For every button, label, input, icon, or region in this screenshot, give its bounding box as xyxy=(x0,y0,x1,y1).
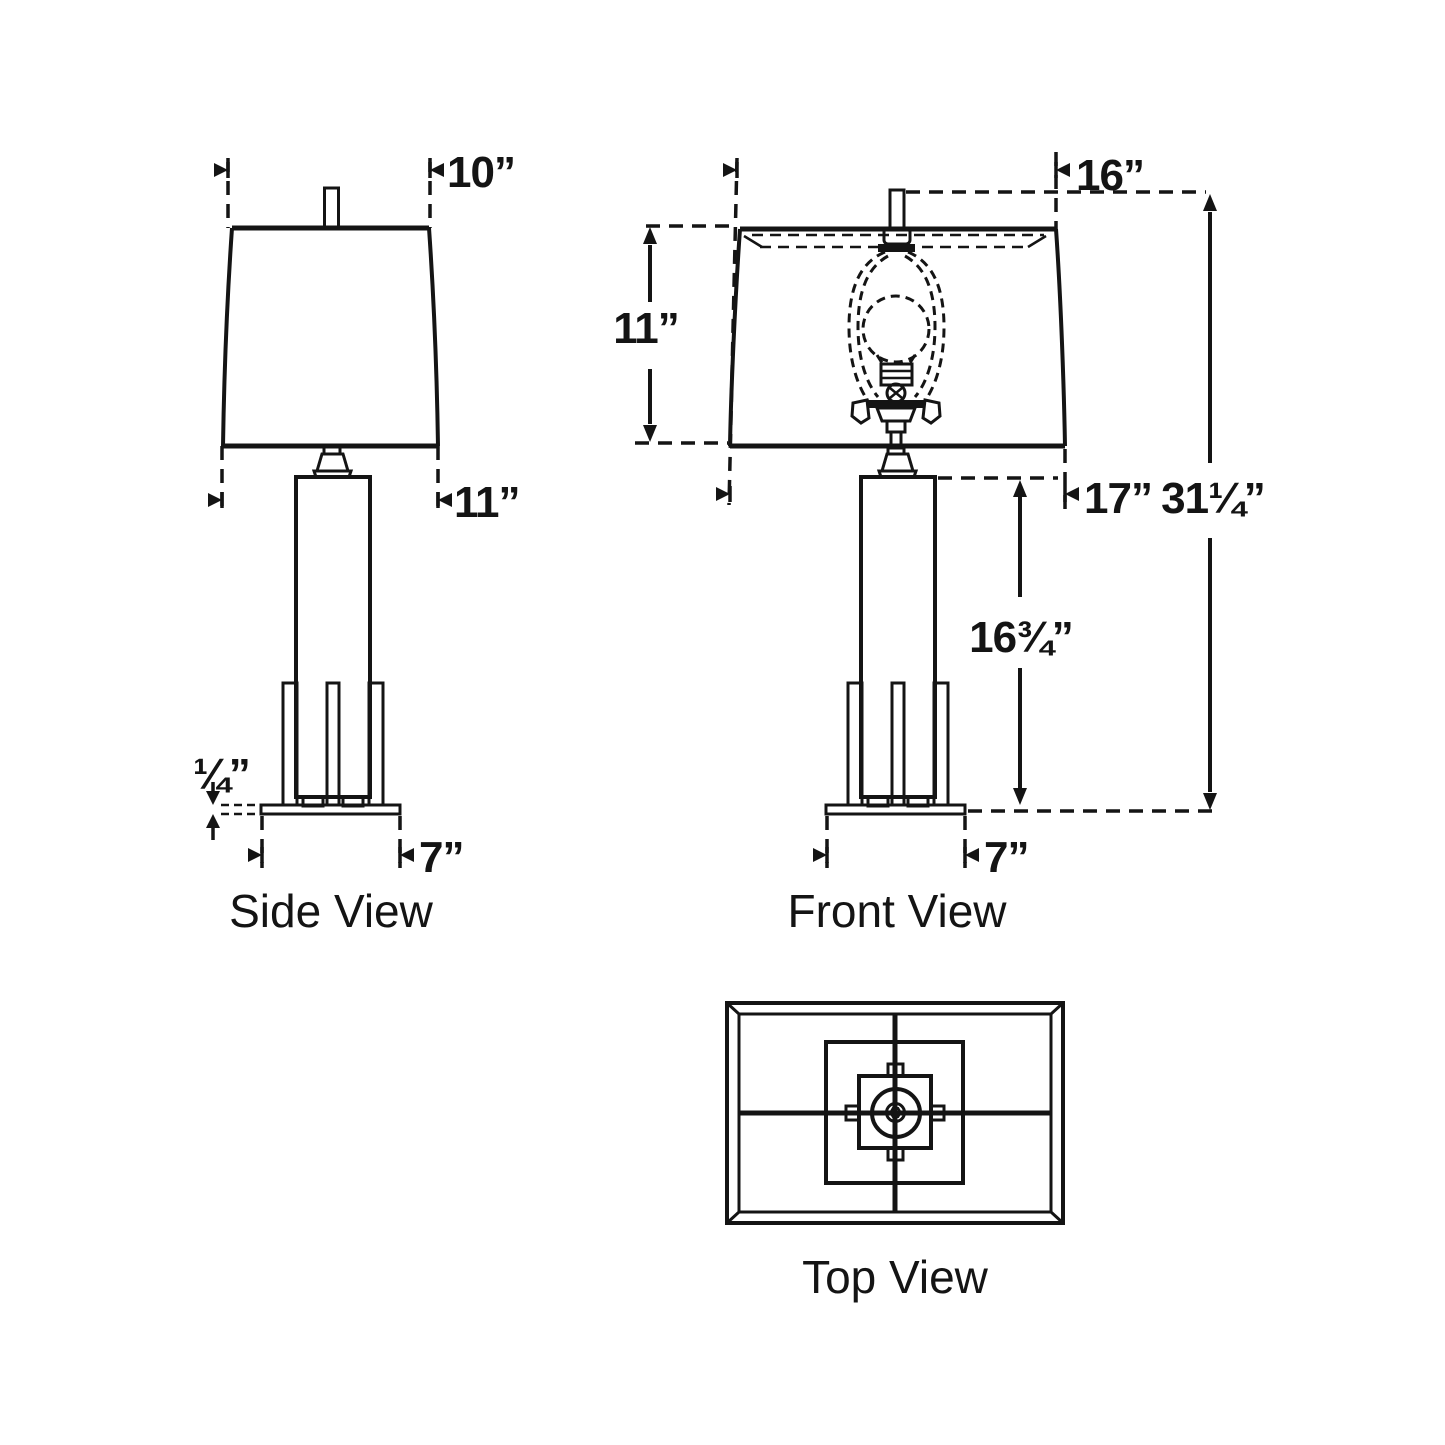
arrowhead xyxy=(214,163,228,177)
arrowhead xyxy=(716,487,730,501)
arrowhead xyxy=(1203,194,1217,211)
dim-side-base-thickness: ¼” xyxy=(193,750,250,799)
frame-miter-corners xyxy=(725,1001,1065,1225)
arrowhead xyxy=(643,425,657,442)
dim-tick xyxy=(226,162,432,178)
harp-saddle xyxy=(874,406,918,423)
saddle-wing-left xyxy=(850,398,871,425)
finial-stem xyxy=(888,188,906,231)
dim-tick xyxy=(260,847,402,863)
socket-base xyxy=(885,419,907,434)
harp-top-bar xyxy=(878,244,915,252)
arrowhead xyxy=(1203,793,1217,810)
arrowhead xyxy=(208,493,222,507)
shade-right-edge xyxy=(427,227,440,447)
extension-line xyxy=(727,157,739,506)
saddle-wing-right xyxy=(921,398,942,425)
arrowhead xyxy=(813,848,827,862)
harp-inner-right xyxy=(904,254,937,398)
side-view: 10” 11” ¼” 7” Side View xyxy=(193,148,521,937)
top-view: Top View xyxy=(725,1001,1065,1303)
tab-right xyxy=(929,1104,946,1122)
bracket-center xyxy=(325,681,341,807)
arrowhead xyxy=(1013,788,1027,805)
shade-right-edge xyxy=(1054,228,1067,447)
dim-tick xyxy=(220,492,440,508)
arrowhead xyxy=(965,848,979,862)
dim-tick xyxy=(825,847,967,863)
front-view-label: Front View xyxy=(787,885,1007,937)
dim-side-base-width: 7” xyxy=(419,833,463,882)
socket-threads xyxy=(881,369,912,380)
base-plate xyxy=(824,803,967,816)
dim-front-shade-bottom: 17” xyxy=(1084,474,1152,523)
tab-top xyxy=(886,1062,905,1078)
dim-front-shade-height: 11” xyxy=(613,304,679,353)
center-hub xyxy=(885,1102,906,1123)
dim-side-shade-top: 10” xyxy=(447,148,515,197)
shade-left-edge xyxy=(221,227,234,447)
dim-front-base-width: 7” xyxy=(984,833,1028,882)
arrowhead xyxy=(438,493,452,507)
arrowhead xyxy=(430,163,444,177)
tab-bottom xyxy=(886,1146,905,1162)
bulb-neck xyxy=(906,354,917,367)
base-plate xyxy=(259,803,402,816)
socket xyxy=(879,362,914,387)
side-view-label: Side View xyxy=(229,885,434,937)
neck-cap xyxy=(314,452,351,473)
arrowhead xyxy=(206,814,220,828)
screw-cross xyxy=(889,387,903,399)
fitter-corner xyxy=(743,234,763,249)
light-bulb-outline xyxy=(861,294,931,364)
harp-saddle-bar xyxy=(867,400,925,408)
socket-circle xyxy=(870,1087,922,1139)
arrowhead xyxy=(206,791,220,805)
fitter-corner xyxy=(1027,234,1047,249)
front-view: 16” 11” 17” 16¾” 31¼” 7” Front xyxy=(613,151,1266,937)
bracket-center xyxy=(890,681,906,807)
arrowhead xyxy=(643,227,657,244)
arrowhead xyxy=(1056,163,1070,177)
arrowhead xyxy=(723,163,737,177)
dim-front-shade-top: 16” xyxy=(1076,151,1144,200)
dim-front-overall-height: 31¼” xyxy=(1161,474,1265,523)
tab-left xyxy=(844,1104,861,1122)
arrowhead xyxy=(1065,487,1079,501)
center-hex-nut xyxy=(889,1106,902,1119)
arrowhead xyxy=(400,848,414,862)
bulb-neck xyxy=(875,354,886,367)
finial-stem xyxy=(323,186,340,231)
column-body xyxy=(294,475,372,799)
harp-outer-left xyxy=(847,250,886,406)
column-footprint-outer xyxy=(824,1040,965,1185)
harp-outer-right xyxy=(907,250,946,406)
harp-inner-left xyxy=(856,254,889,398)
arrowhead xyxy=(248,848,262,862)
arrowhead xyxy=(1013,480,1027,497)
top-view-label: Top View xyxy=(802,1251,989,1303)
dim-front-body-height: 16¾” xyxy=(969,613,1073,662)
dim-side-shade-bottom: 11” xyxy=(454,478,520,527)
column-body xyxy=(859,475,937,799)
base-outer-frame xyxy=(725,1001,1065,1225)
neck-cap xyxy=(879,452,916,473)
